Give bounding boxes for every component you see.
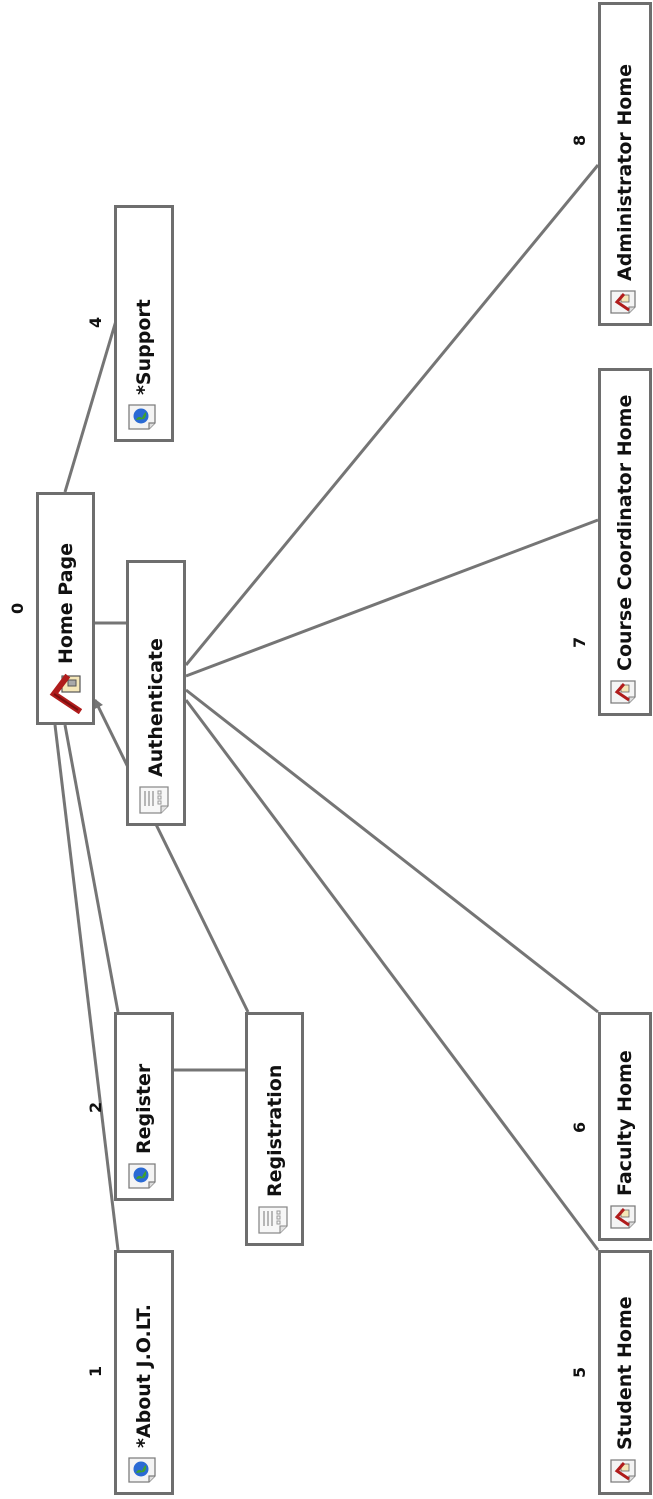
node-label: Authenticate	[145, 638, 167, 777]
small-home-icon	[609, 1458, 641, 1484]
edge-authenticate-to-coordinator	[185, 518, 599, 678]
node-home-page[interactable]: Home Page	[36, 492, 95, 725]
edge-authenticate-to-student	[184, 699, 600, 1251]
node-label: Course Coordinator Home	[614, 394, 636, 671]
node-label: *About J.O.LT.	[133, 1303, 155, 1448]
edge-authenticate-to-admin	[184, 164, 600, 666]
form-icon	[138, 785, 174, 815]
page-number: 4	[86, 316, 105, 328]
node-about-jolt[interactable]: *About J.O.LT.	[114, 1250, 174, 1495]
web-page-icon	[127, 1456, 161, 1484]
node-registration[interactable]: Registration	[245, 1012, 304, 1246]
node-course-coordinator-home[interactable]: Course Coordinator Home	[598, 368, 652, 716]
page-number: 7	[570, 636, 589, 648]
edge-registration-to-home	[93, 698, 250, 1013]
node-student-home[interactable]: Student Home	[598, 1250, 652, 1495]
node-label: Student Home	[614, 1296, 636, 1450]
node-authenticate[interactable]: Authenticate	[126, 560, 186, 826]
web-page-icon	[127, 1162, 161, 1190]
node-label: Registration	[263, 1064, 286, 1197]
web-page-icon	[127, 403, 161, 431]
node-support[interactable]: *Support	[114, 205, 174, 442]
node-label: Home Page	[54, 543, 77, 664]
edge-home-to-register	[63, 724, 120, 1013]
page-number: 5	[570, 1366, 589, 1378]
small-home-icon	[609, 289, 641, 315]
node-faculty-home[interactable]: Faculty Home	[598, 1012, 652, 1241]
page-number: 6	[570, 1121, 589, 1133]
page-number: 1	[86, 1365, 105, 1377]
small-home-icon	[609, 1204, 641, 1230]
node-label: *Support	[133, 299, 155, 395]
small-home-icon	[609, 679, 641, 705]
node-register[interactable]: Register	[114, 1012, 174, 1201]
page-number: 0	[8, 602, 27, 614]
node-label: Faculty Home	[614, 1050, 636, 1196]
node-label: Register	[133, 1063, 155, 1154]
edge-home-to-about	[53, 724, 120, 1251]
form-icon	[257, 1205, 293, 1235]
edge-home-to-support	[63, 313, 120, 493]
node-administrator-home[interactable]: Administrator Home	[598, 2, 652, 326]
page-number: 2	[86, 1101, 105, 1113]
edge-authenticate-to-faculty	[185, 688, 599, 1014]
node-label: Administrator Home	[614, 64, 636, 281]
home-icon	[46, 672, 86, 715]
page-number: 8	[570, 134, 589, 146]
